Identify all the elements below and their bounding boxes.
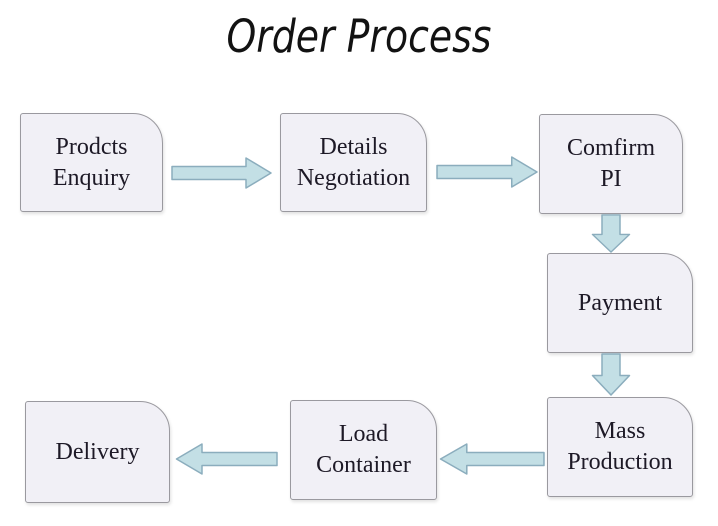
node-comfirm-pi: Comfirm PI [539, 114, 683, 214]
node-prodcts-enquiry-label: Prodcts Enquiry [52, 133, 131, 191]
flow-arrow-payment-to-production [591, 353, 631, 396]
flow-arrow-negotiation-to-confirm [436, 156, 538, 188]
node-details-negotiation: Details Negotiation [280, 113, 427, 212]
node-details-negotiation-label: Details Negotiation [296, 133, 411, 191]
down-arrow-icon [591, 353, 631, 396]
node-load-container-label: Load Container [316, 421, 411, 478]
node-payment-label: Payment [578, 289, 662, 316]
right-arrow-icon [171, 157, 272, 189]
right-arrow-icon [436, 156, 538, 188]
flow-arrow-enquiry-to-negotiation [171, 157, 272, 189]
node-mass-production: Mass Production [547, 397, 693, 497]
node-payment: Payment [547, 253, 693, 353]
node-delivery-label: Delivery [55, 438, 140, 465]
flow-arrow-load-to-delivery [175, 443, 278, 475]
node-mass-production-label: Mass Production [567, 418, 673, 475]
node-load-container: Load Container [290, 400, 437, 500]
left-arrow-icon [439, 443, 545, 475]
left-arrow-icon [175, 443, 278, 475]
node-delivery: Delivery [25, 401, 170, 503]
flow-arrow-confirm-to-payment [591, 214, 631, 253]
diagram-title: Order Process [226, 10, 492, 63]
flow-arrow-production-to-load [439, 443, 545, 475]
node-comfirm-pi-label: Comfirm PI [567, 135, 655, 192]
node-prodcts-enquiry: Prodcts Enquiry [20, 113, 163, 212]
down-arrow-icon [591, 214, 631, 253]
